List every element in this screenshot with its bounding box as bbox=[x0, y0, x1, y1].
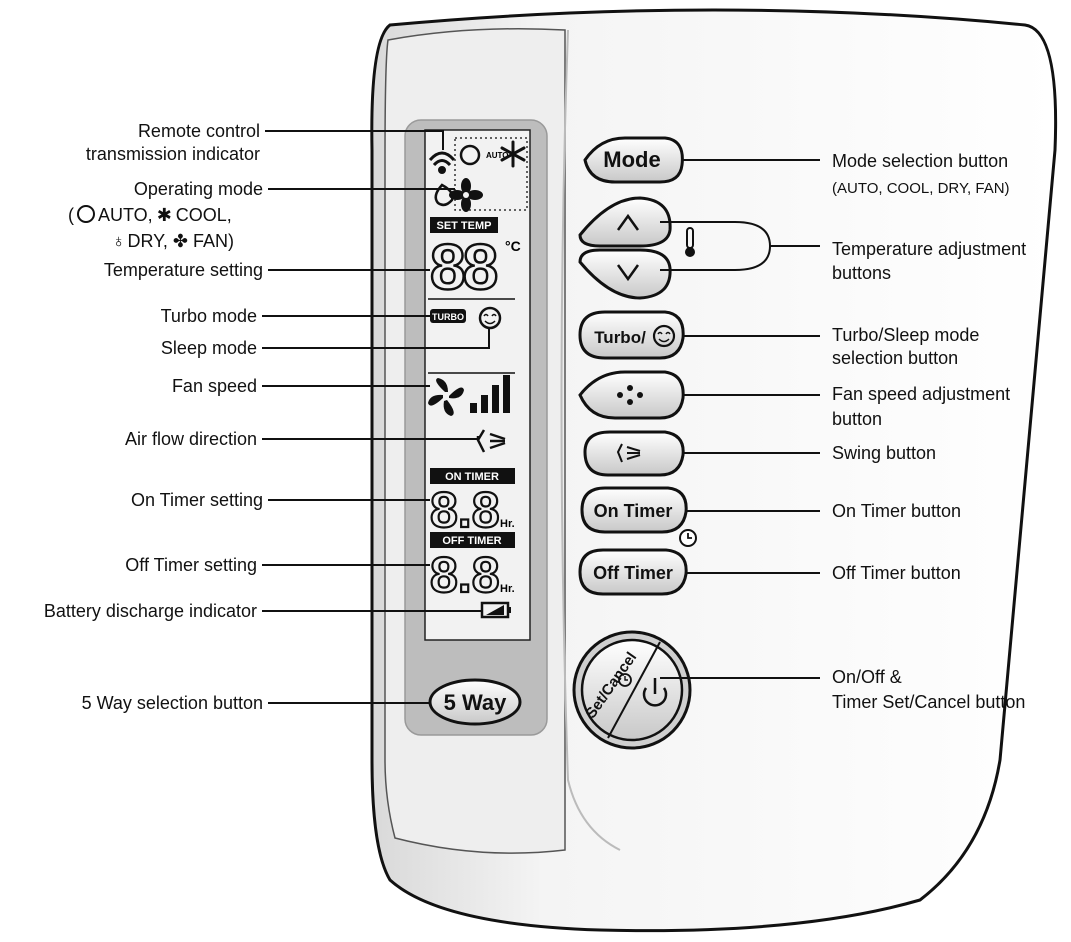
off-timer-digits: 8.8 bbox=[430, 547, 500, 603]
label-on-timer-setting: On Timer setting bbox=[130, 490, 263, 510]
swing-icon bbox=[616, 443, 641, 463]
auto-mode-icon bbox=[77, 205, 95, 223]
label-operating-mode-2: (AUTO,✱COOL, bbox=[68, 205, 232, 225]
chevron-up-icon bbox=[616, 213, 640, 231]
on-timer-button[interactable]: On Timer bbox=[580, 486, 688, 534]
label-fan-speed-adjust-2: button bbox=[832, 409, 883, 429]
fan-icon bbox=[449, 178, 483, 212]
off-timer-badge bbox=[430, 532, 515, 548]
set-temp-label: SET TEMP bbox=[436, 220, 491, 232]
power-button-divider bbox=[607, 641, 661, 739]
celsius-unit: °C bbox=[505, 238, 521, 254]
mode-button[interactable]: Mode bbox=[583, 136, 684, 184]
label-operating-mode-1: Operating mode bbox=[133, 179, 263, 199]
left-leader-lines bbox=[262, 130, 490, 704]
label-fan-speed: Fan speed bbox=[171, 376, 257, 396]
label-sleep-mode: Sleep mode bbox=[160, 338, 257, 358]
label-onoff-2: Timer Set/Cancel button bbox=[832, 692, 1026, 712]
off-timer-button-label: Off Timer bbox=[593, 563, 673, 583]
signal-waves-icon bbox=[428, 151, 456, 174]
sleep-face-icon bbox=[478, 306, 502, 330]
five-way-button-label: 5 Way bbox=[444, 690, 508, 715]
turbo-badge-label: TURBO bbox=[432, 312, 464, 322]
snowflake-icon: ✱ bbox=[156, 205, 172, 225]
thermometer-icon bbox=[685, 227, 695, 257]
label-temperature-setting: Temperature setting bbox=[103, 260, 263, 280]
svg-text:AUTO: AUTO bbox=[486, 151, 509, 160]
off-timer-hr: Hr. bbox=[500, 583, 515, 595]
fan-speed-button[interactable] bbox=[578, 370, 685, 420]
on-timer-digits: 8.8 bbox=[430, 482, 500, 538]
on-timer-hr: Hr. bbox=[500, 518, 515, 530]
fan-icon: ✤ bbox=[172, 231, 188, 251]
label-mode-selection-2: (AUTO, COOL, DRY, FAN) bbox=[832, 180, 1010, 197]
on-timer-badge bbox=[430, 468, 515, 484]
label-on-timer-button: On Timer button bbox=[832, 501, 962, 521]
label-battery-discharge: Battery discharge indicator bbox=[43, 601, 257, 621]
on-timer-badge-label: ON TIMER bbox=[445, 471, 499, 483]
label-remote-transmission-2: transmission indicator bbox=[85, 144, 260, 164]
label-onoff-1: On/Off & bbox=[832, 667, 902, 687]
clock-icon bbox=[618, 673, 632, 687]
off-timer-badge-label: OFF TIMER bbox=[442, 535, 501, 547]
power-icon bbox=[642, 678, 668, 707]
right-leader-lines bbox=[660, 159, 820, 679]
temp-up-button[interactable] bbox=[578, 196, 672, 248]
label-turbo-sleep-2: selection button bbox=[832, 348, 959, 368]
label-temp-adjust-2: buttons bbox=[832, 263, 892, 283]
clock-icon bbox=[679, 529, 697, 547]
label-five-way-selection: 5 Way selection button bbox=[81, 693, 263, 713]
set-temp-badge bbox=[430, 217, 498, 233]
fan-icon bbox=[617, 385, 643, 405]
label-off-timer-setting: Off Timer setting bbox=[125, 555, 257, 575]
turbo-sleep-button[interactable]: Turbo/ bbox=[578, 310, 685, 360]
mode-button-label: Mode bbox=[603, 147, 660, 172]
label-air-flow-direction: Air flow direction bbox=[124, 429, 257, 449]
sleep-face-icon bbox=[652, 324, 676, 348]
label-temp-adjust-1: Temperature adjustment bbox=[832, 239, 1027, 259]
five-way-button[interactable]: 5 Way bbox=[428, 678, 522, 726]
label-remote-transmission-1: Remote control bbox=[137, 121, 260, 141]
turbo-badge bbox=[430, 309, 466, 323]
auto-mode-icon: AUTO bbox=[459, 144, 509, 166]
label-turbo-sleep-1: Turbo/Sleep mode bbox=[832, 325, 980, 345]
chevron-down-icon bbox=[616, 264, 640, 282]
remote-divider bbox=[560, 29, 621, 851]
power-set-cancel-button[interactable]: Set/Cancel bbox=[572, 630, 692, 750]
swing-button[interactable] bbox=[583, 430, 685, 477]
label-operating-mode-3: ♁DRY,✤FAN) bbox=[112, 231, 234, 251]
mode-box bbox=[454, 137, 528, 211]
label-fan-speed-adjust-1: Fan speed adjustment bbox=[832, 384, 1011, 404]
snowflake-icon bbox=[500, 140, 526, 168]
label-swing-button: Swing button bbox=[832, 443, 937, 463]
turbo-button-label: Turbo/ bbox=[594, 328, 646, 347]
fan-speed-bars bbox=[470, 375, 510, 413]
label-mode-selection-1: Mode selection button bbox=[832, 151, 1009, 171]
fan-speed-icon bbox=[428, 378, 464, 416]
label-off-timer-button: Off Timer button bbox=[832, 563, 961, 583]
label-turbo-mode: Turbo mode bbox=[160, 306, 257, 326]
temp-down-button[interactable] bbox=[578, 248, 672, 300]
temperature-digits: 88 bbox=[430, 231, 497, 303]
off-timer-button[interactable]: Off Timer bbox=[578, 548, 688, 596]
droplet-icon: ♁ bbox=[112, 231, 126, 251]
on-timer-button-label: On Timer bbox=[594, 501, 673, 521]
